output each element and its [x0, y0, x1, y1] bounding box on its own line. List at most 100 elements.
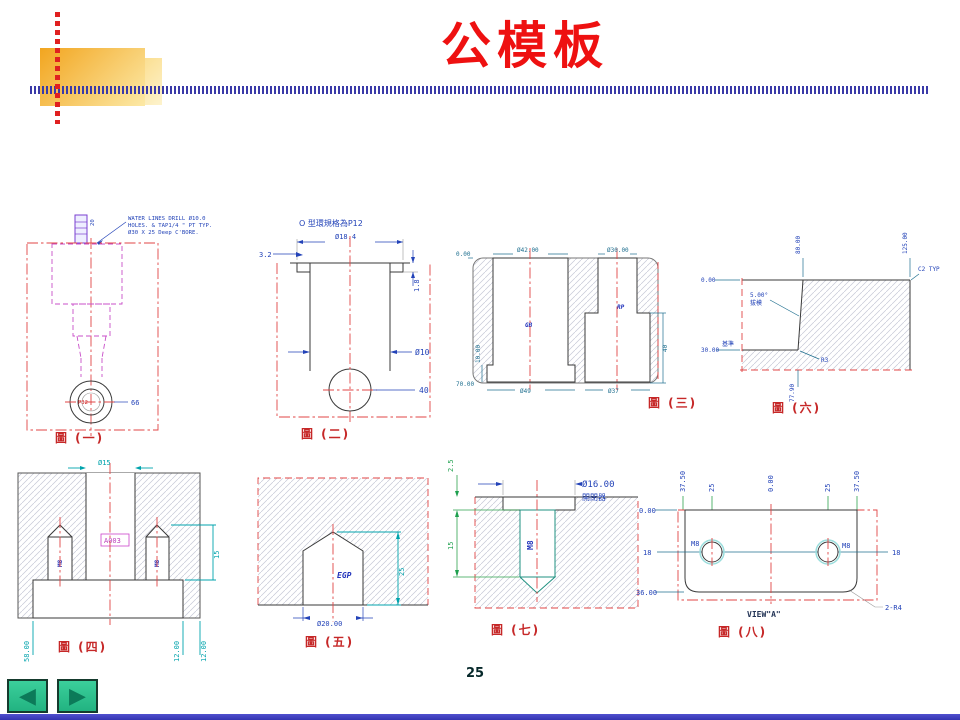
- fig6-draft-note: 拔模: [750, 299, 762, 307]
- fig1-ring-label: P32: [78, 400, 88, 406]
- fig2-caption: 圖 (二): [301, 427, 350, 441]
- fig8-corner-leader: [848, 589, 883, 608]
- fig2-plate-outline: [276, 263, 431, 418]
- fig3-dim-30: Ø30.00: [607, 247, 629, 254]
- fig4-flange: [32, 579, 184, 619]
- fig4-stud-right: M8: [145, 524, 170, 581]
- figure-1-water-line-section: WATER LINES DRILL Ø10.0 HOLES. & TAP1/4 …: [26, 214, 212, 445]
- fig5-dim-dia-lines: [293, 607, 373, 621]
- fig6-draft-edge: [797, 279, 804, 351]
- fig2-dim-hole: Ø10: [288, 347, 430, 357]
- fig3-dim-40: 40: [662, 344, 669, 352]
- fig4-part-label: A003: [100, 533, 130, 547]
- fig8-topdim-3: 0.00: [767, 475, 775, 492]
- fig3-dims: [468, 253, 666, 391]
- fig5-dim-dia: Ø20.00: [317, 620, 342, 628]
- fig2-dim-depth-text: 40: [419, 386, 429, 395]
- fig1-sprue-bushing: [51, 243, 123, 377]
- fig5-dim-lines: [337, 531, 401, 606]
- fig6-hatched-body: [742, 280, 910, 370]
- fig5-red-outline: [257, 477, 429, 605]
- fig4-column: [86, 473, 135, 580]
- fig8-topdim-2: 25: [708, 484, 716, 492]
- fig6-datum-note: 基準: [722, 340, 734, 348]
- forward-icon: ▶: [69, 683, 86, 708]
- fig1-note-line2: HOLES. & TAP1/4 " PT TYP.: [128, 223, 212, 229]
- fig7-red-outline: [474, 497, 639, 609]
- fig1-note-line3: Ø30 X 25 Deep C'BORE.: [128, 229, 199, 236]
- fig6-draft-angle: 5.00°: [750, 292, 768, 299]
- fig7-tapped-hole: [519, 509, 556, 578]
- fig3-caption: 圖 (三): [648, 396, 695, 410]
- fig2-dim-depth: 40: [373, 386, 429, 395]
- fig4-dim-58: 58.00: [23, 641, 31, 662]
- fig1-plate-outline: [26, 242, 159, 431]
- fig3-dim-10: 10.00: [475, 345, 482, 363]
- fig8-hole-left: M8: [691, 538, 725, 566]
- fig3-dim-70: 70.00: [456, 381, 474, 388]
- fig3-label-gb: GB: [525, 322, 533, 329]
- fig5-part-label: EGP: [337, 571, 352, 580]
- fig4-caption: 圖 (四): [58, 640, 107, 654]
- fig8-right-18: 18: [892, 549, 900, 557]
- fig7-dim-left-lines: [453, 475, 519, 578]
- slide-title: 公模板: [441, 17, 609, 75]
- fig8-hole-right: M8: [815, 538, 850, 566]
- fig6-chamfer-note: C2 TYP: [918, 266, 940, 273]
- fig8-topdim-1: 37.50: [679, 471, 687, 492]
- fig2-note: O 型環規格為P12: [299, 218, 363, 228]
- fig4-dim-12a: 12.00: [173, 641, 181, 662]
- page-number: 25: [465, 666, 485, 681]
- fig1-fitting: 20: [74, 214, 96, 244]
- fig1-leader-arrow: [97, 240, 103, 245]
- fig6-dim-30: 30.00: [701, 347, 719, 354]
- fig4-dim-thread: 15: [213, 551, 221, 559]
- figure-3-bushing-holes: GB RP Ø42.00 Ø30.00 0.00 70.00 10.00 Ø49…: [456, 247, 695, 410]
- fig1-caption: 圖 (一): [55, 431, 104, 445]
- fig8-corner-note: 2-R4: [885, 604, 902, 612]
- fig1-leader-line: [96, 221, 127, 244]
- fig7-hatched-block: [475, 497, 638, 608]
- fig2-dim-groove-dia: Ø18.4: [335, 233, 356, 241]
- fig1-dim-20: 20: [90, 219, 96, 226]
- fig2-dim-3-2: 3.2: [259, 251, 303, 259]
- fig1-locating-ring: P32 66: [65, 380, 139, 424]
- fig5-dim-25: 25: [398, 568, 406, 576]
- figure-7-parting-lock-hole: M8 Ø16.00 開閉器 2.5 15 圖 (七): [447, 459, 639, 637]
- fig6-dim-80: 80.00: [795, 236, 802, 254]
- forward-button[interactable]: ▶: [57, 679, 98, 713]
- fig2-dim-hole-text: Ø10: [415, 347, 430, 357]
- fig6-radius-note: R3: [821, 357, 829, 364]
- blue-dashed-rule: [30, 86, 930, 94]
- fig3-dim-zero: 0.00: [456, 251, 471, 258]
- fig7-counterbore: [502, 496, 576, 511]
- fig7-dim-cbore: Ø16.00 開閉器: [478, 479, 615, 502]
- fig2-dim-groove-w: 3.2: [259, 251, 272, 259]
- fig8-left-36: 36.00: [636, 589, 657, 597]
- fig7-m8-label: M8: [526, 540, 535, 550]
- fig7-note: 開閉器: [582, 493, 606, 502]
- fig3-dim-42: Ø42.00: [517, 247, 539, 254]
- fig2-dim-groove-d: 1.8: [413, 279, 421, 292]
- fig3-gb-cutout: [486, 257, 576, 383]
- fig6-dim-zero: 0.00: [701, 277, 716, 284]
- fig4-m8-right: M8: [154, 559, 161, 567]
- back-button[interactable]: ◀: [7, 679, 48, 713]
- bottom-bar: [0, 714, 960, 720]
- fig6-dim-125: 125.00: [902, 232, 909, 254]
- fig4-dim-12b: 12.00: [200, 641, 208, 662]
- fig3-label-rp: RP: [617, 304, 625, 311]
- fig3-rp-cutout: [584, 257, 651, 383]
- fig4-dim-15col: Ø15: [98, 459, 111, 467]
- fig2-dim-1-8: 1.8: [403, 250, 421, 292]
- fig4-dim-lines: [32, 466, 216, 655]
- red-dotted-line: [55, 12, 60, 124]
- fig7-drill-point: [518, 576, 557, 594]
- fig8-m8-left: M8: [691, 540, 699, 548]
- fig7-dim-cbore-text: Ø16.00: [582, 479, 615, 490]
- fig3-dim-37: Ø37: [608, 388, 619, 395]
- fig6-ext-lines: [715, 258, 920, 387]
- fig8-left-18: 18: [643, 549, 651, 557]
- back-icon: ◀: [19, 683, 36, 708]
